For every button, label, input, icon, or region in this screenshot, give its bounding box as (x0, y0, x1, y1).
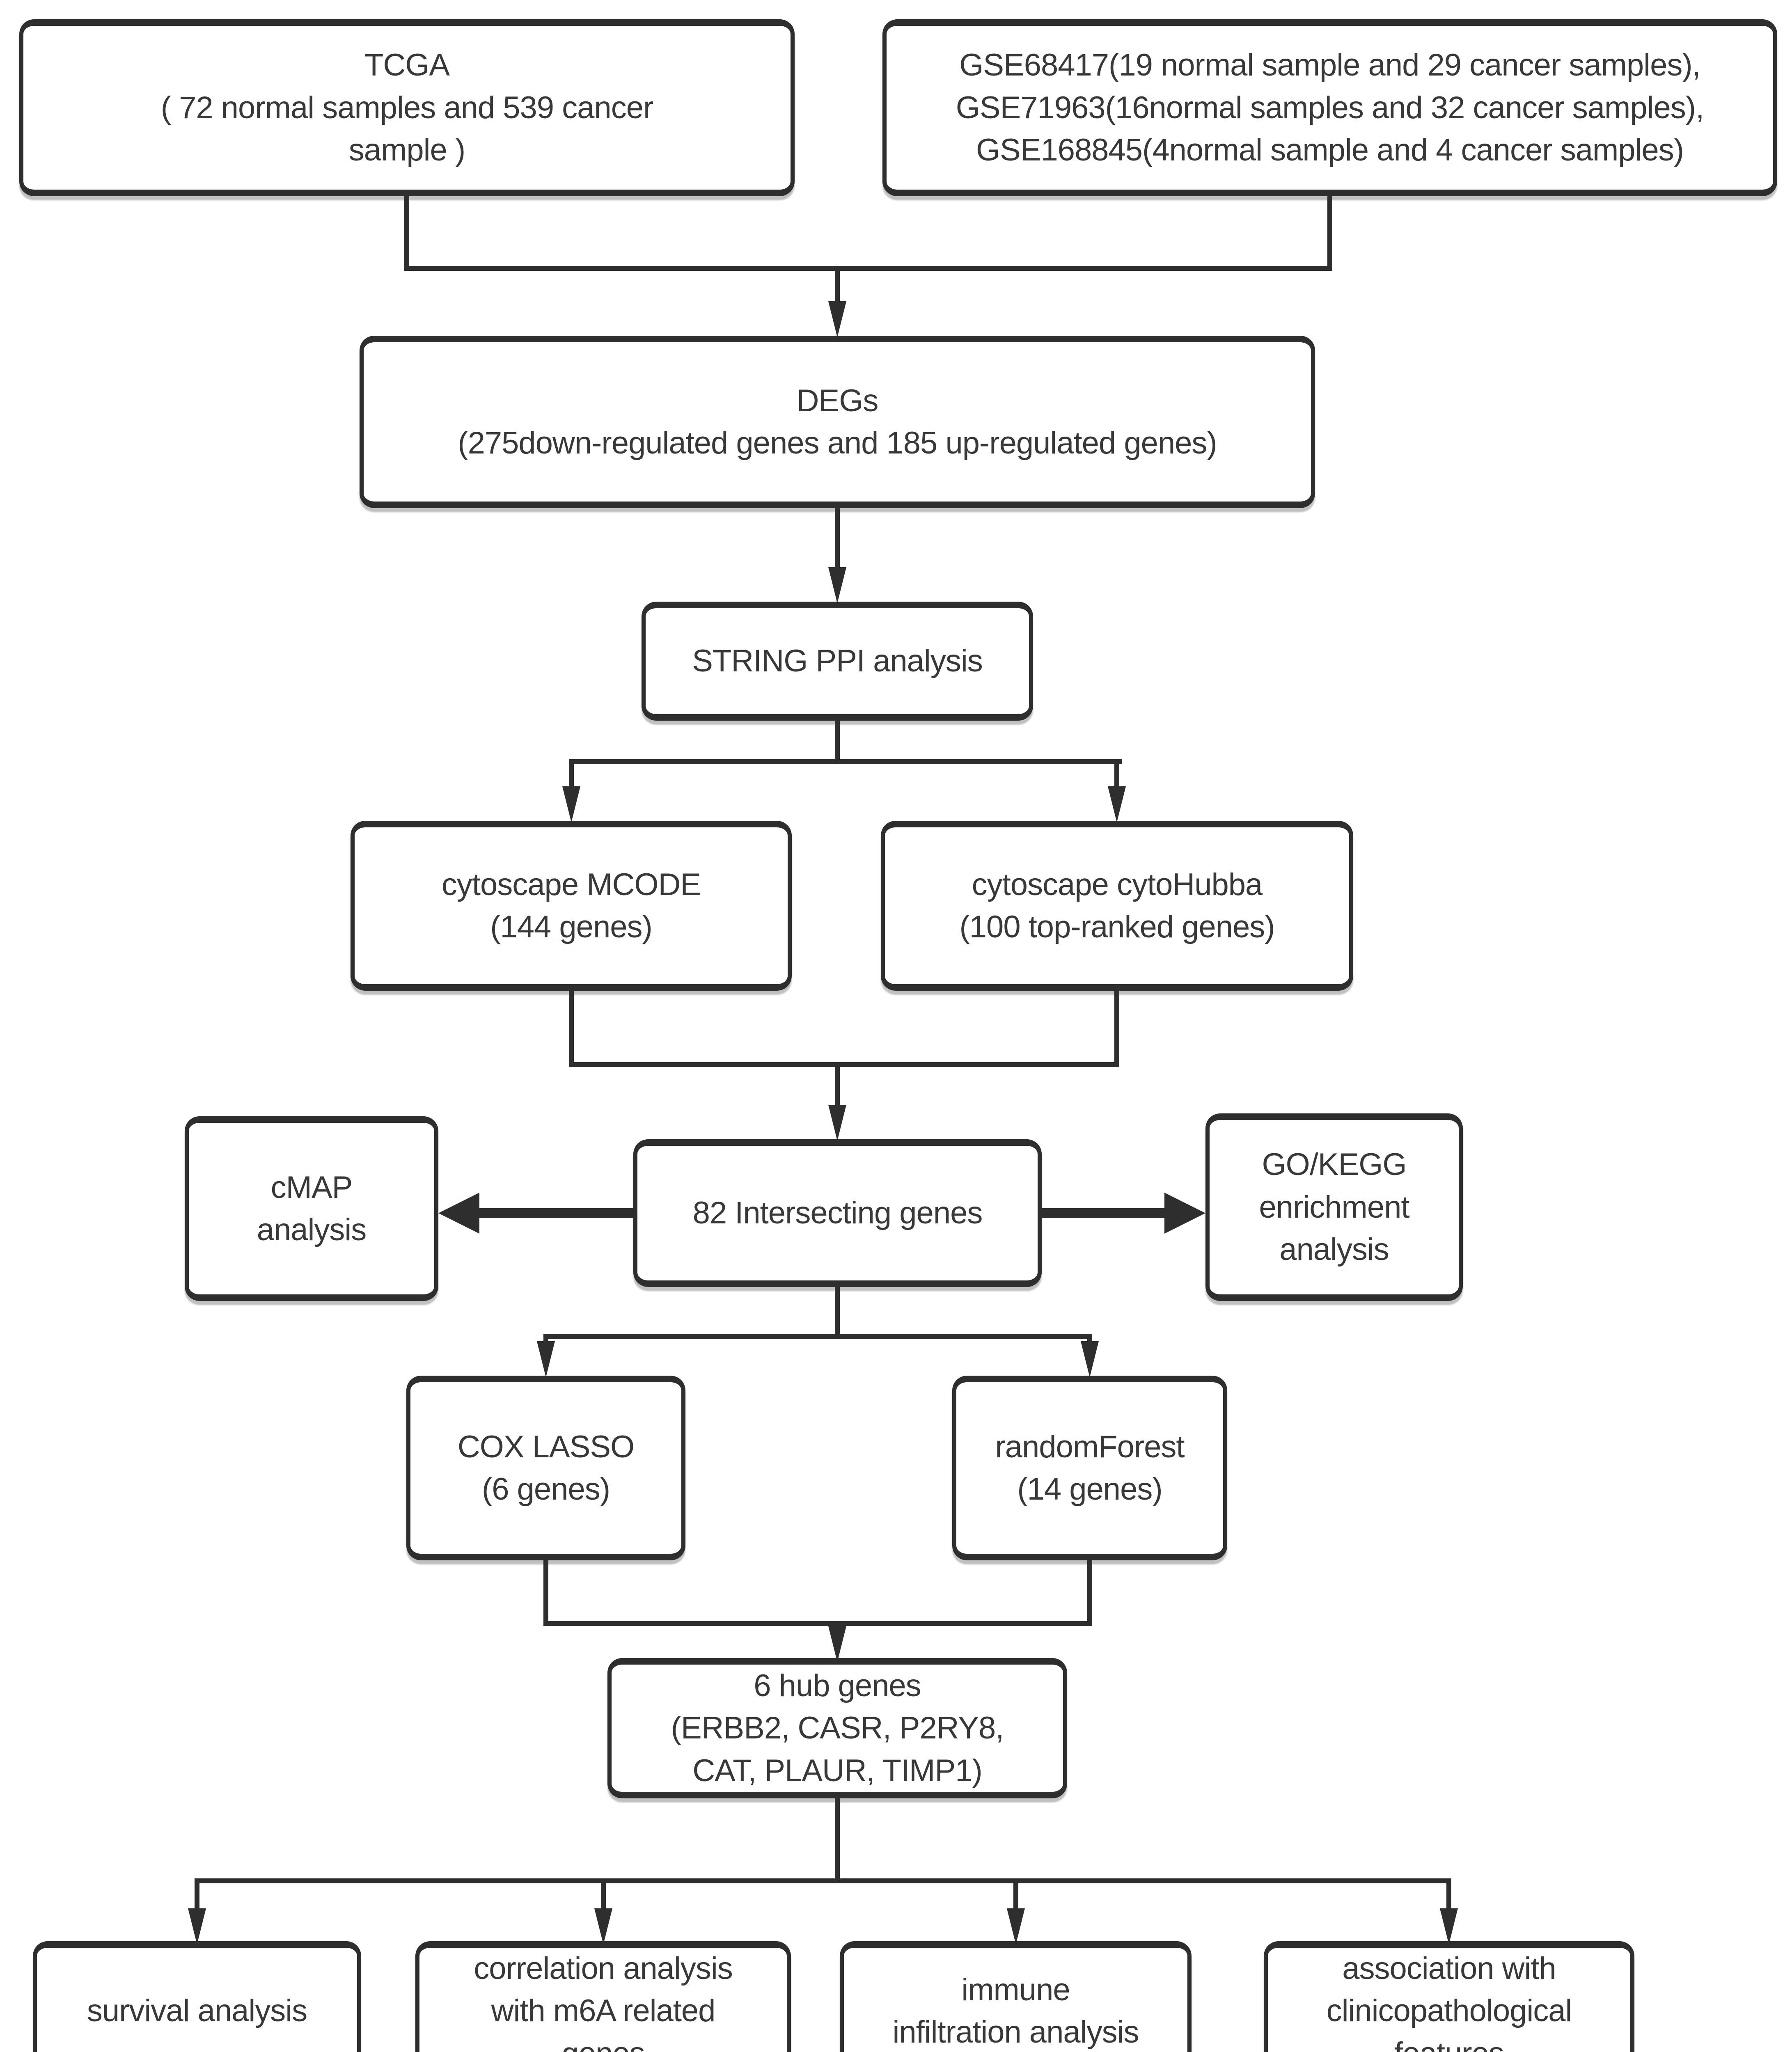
node-intersecting: 82 Intersecting genes (633, 1139, 1042, 1287)
node-m6a-correlation: correlation analysis with m6A related ge… (415, 1941, 791, 2052)
connector-intersect-down (835, 1287, 840, 1339)
connector-mcode-join (569, 1062, 1119, 1067)
node-clinicopathological-label: association with clinicopathological fea… (1326, 1951, 1572, 2052)
arrow-right-icon (1164, 1193, 1205, 1234)
node-mcode: cytoscape MCODE (144 genes) (351, 821, 792, 991)
connector-intersect-gokegg (1042, 1208, 1169, 1218)
connector-m6a-drop (601, 1878, 606, 1912)
node-tcga: TCGA ( 72 normal samples and 539 cancer … (19, 19, 795, 196)
connector-mcode-down (569, 991, 574, 1067)
arrow-left-icon (438, 1193, 479, 1234)
node-clinicopathological: association with clinicopathological fea… (1264, 1941, 1634, 2052)
connector-string-down (835, 721, 840, 764)
arrow-down-icon (537, 1341, 555, 1377)
node-cox-lasso-label: COX LASSO (6 genes) (457, 1429, 635, 1507)
arrow-down-icon (1081, 1341, 1099, 1377)
node-degs: DEGs (275down-regulated genes and 185 up… (360, 336, 1315, 508)
connector-survival-drop (195, 1878, 199, 1912)
connector-cytohubba-down (1114, 991, 1119, 1067)
node-random-forest-label: randomForest (14 genes) (995, 1429, 1185, 1507)
node-survival-label: survival analysis (87, 1993, 307, 2029)
node-mcode-label: cytoscape MCODE (144 genes) (441, 867, 701, 944)
arrow-down-icon (188, 1908, 206, 1944)
arrow-down-icon (594, 1908, 612, 1944)
connector-model-split (543, 1334, 1092, 1339)
arrow-down-icon (1440, 1908, 1458, 1944)
node-immune-infiltration-label: immune infiltration analysis (892, 1972, 1139, 2050)
connector-intersect-drop (835, 1062, 840, 1108)
connector-string-split (569, 759, 1122, 764)
connector-cox-down (543, 1560, 548, 1626)
connector-cytohubba-drop (1114, 759, 1119, 790)
arrow-down-icon (1007, 1908, 1025, 1944)
node-geo-datasets: GSE68417(19 normal sample and 29 cancer … (882, 19, 1777, 196)
arrow-down-icon (828, 567, 846, 603)
node-cytohubba-label: cytoscape cytoHubba (100 top-ranked gene… (959, 867, 1275, 944)
connector-intersect-cmap (475, 1208, 633, 1218)
node-string-ppi: STRING PPI analysis (642, 602, 1033, 721)
connector-hub-down (835, 1798, 840, 1883)
node-go-kegg: GO/KEGG enrichment analysis (1205, 1113, 1463, 1301)
node-cox-lasso: COX LASSO (6 genes) (406, 1376, 685, 1560)
node-survival: survival analysis (33, 1941, 361, 2052)
connector-tcga-down (404, 196, 409, 271)
connector-geo-down (1327, 196, 1332, 271)
connector-mcode-drop (569, 759, 574, 790)
node-immune-infiltration: immune infiltration analysis (840, 1941, 1192, 2052)
connector-bottom-split (195, 1878, 1451, 1883)
arrow-down-icon (1108, 786, 1126, 822)
node-hub-genes-label: 6 hub genes (ERBB2, CASR, P2RY8, CAT, PL… (671, 1668, 1004, 1788)
arrow-down-icon (828, 301, 846, 337)
node-string-ppi-label: STRING PPI analysis (692, 644, 983, 679)
node-random-forest: randomForest (14 genes) (952, 1376, 1227, 1560)
node-hub-genes: 6 hub genes (ERBB2, CASR, P2RY8, CAT, PL… (607, 1658, 1067, 1798)
node-cmap-label: cMAP analysis (257, 1170, 367, 1247)
node-geo-datasets-label: GSE68417(19 normal sample and 29 cancer … (956, 48, 1704, 168)
connector-model-join (543, 1621, 1092, 1626)
arrow-down-icon (828, 1105, 846, 1141)
node-m6a-correlation-label: correlation analysis with m6A related ge… (474, 1951, 733, 2052)
connector-rf-down (1087, 1560, 1092, 1626)
arrow-down-icon (828, 1626, 846, 1662)
connector-row1-join (404, 266, 1332, 271)
node-degs-label: DEGs (275down-regulated genes and 185 up… (458, 383, 1217, 460)
node-go-kegg-label: GO/KEGG enrichment analysis (1259, 1147, 1410, 1267)
node-cytohubba: cytoscape cytoHubba (100 top-ranked gene… (881, 821, 1353, 991)
connector-degs-string (835, 508, 840, 570)
node-intersecting-label: 82 Intersecting genes (692, 1195, 983, 1231)
connector-degs-drop (835, 266, 840, 305)
node-cmap: cMAP analysis (185, 1116, 438, 1301)
node-tcga-label: TCGA ( 72 normal samples and 539 cancer … (160, 48, 654, 168)
arrow-down-icon (562, 786, 580, 822)
connector-immune-drop (1013, 1878, 1018, 1912)
connector-clinico-drop (1446, 1878, 1451, 1912)
